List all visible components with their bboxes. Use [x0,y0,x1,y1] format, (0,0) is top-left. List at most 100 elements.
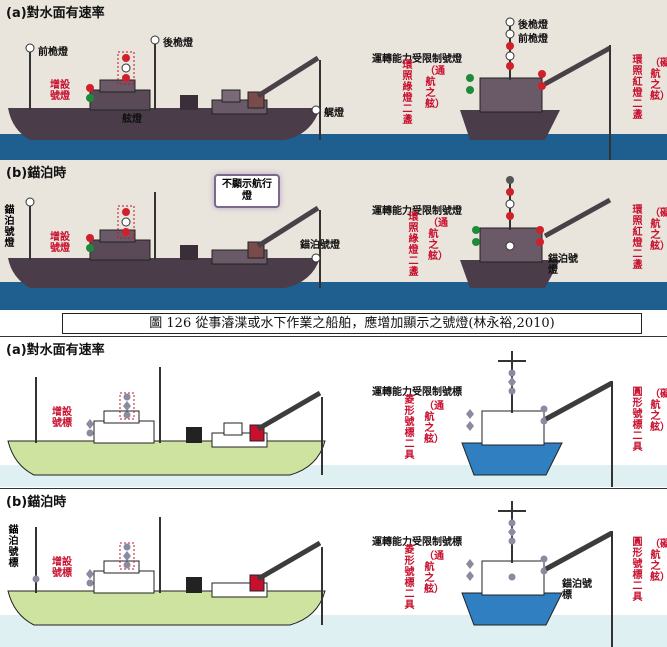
ball-pair-label: 圓形號標二具 [632,537,643,603]
red-light-icon [122,228,130,236]
ball-shape-icon [86,429,94,437]
green-light-icon [86,94,94,102]
green-light-icon [472,226,480,234]
front-masthead-label: 前桅燈 [38,47,68,58]
unlit-light-icon [506,176,514,184]
red-light-icon [86,234,94,242]
extra-light-frame [117,51,135,85]
green-pair-label: 環照綠燈二盞 [402,60,413,126]
ball-shape-icon [123,411,131,419]
top-panel-b-drawing [0,176,667,310]
anchor-ball-icon [32,575,40,583]
bridge [99,79,136,93]
deckhouse [93,420,155,444]
figure-caption: 圖 126 從事濬渫或水下作業之船舶，應增加顯示之號燈(林永裕,2010) [62,313,642,334]
diamond-shape-icon [123,551,131,561]
deckhouse [89,239,151,261]
diamond-pair-label: 菱形號標二具 [404,545,415,611]
red-pair-label: 環照紅燈二盞 [632,55,643,121]
not-shown-box: 不顯示航行燈 [214,174,280,208]
ball-shape-icon [508,387,516,395]
front-view-hull [460,110,560,140]
diamond-shape-icon [466,421,474,431]
red-light-icon [122,208,130,216]
anchor-shape-left-label: 錨泊號標 [8,525,19,569]
diamond-shape-icon [466,571,474,581]
red-light-icon [506,188,514,196]
rear-masthead-label-front: 後桅燈 [518,20,548,31]
crane-boom [544,380,614,422]
crane-boom [543,197,612,239]
red-light-icon [86,84,94,92]
red-light-icon [122,74,130,82]
white-light-icon [505,51,515,61]
bottom-panel-a: (a)對水面有速率 增設號標 運轉能力受限制號標 菱形號標二具 （通航之舷） 圓… [0,336,667,487]
bottom-panel-b: (b)錨泊時 錨泊號標 增設號標 運轉能力受限制號標 菱形號標二具 （通航之舷）… [0,488,667,647]
red-light-icon [536,226,544,234]
bottom-panel-a-drawing [0,351,667,487]
dredger-hull [7,440,326,476]
diamond-pair-paren: （通航之舷） [424,551,444,595]
green-light-icon [466,74,474,82]
extra-shapes-label: 增設號標 [52,407,72,429]
extra-light-frame [117,205,135,239]
ball-shape-icon [123,393,131,401]
rear-masthead-label: 後桅燈 [163,38,193,49]
ball-shape-icon [540,567,548,575]
dredger-hull [7,590,326,626]
extra-shapes-label: 增設號標 [52,557,72,579]
diamond-pair-paren: （通航之舷） [424,401,444,445]
white-light-icon [505,199,515,209]
top-panel-b: (b)錨泊時 不顯示航行燈 錨泊號燈 增設號燈 錨泊號燈 運轉能力受限制號燈 環… [0,160,667,310]
top-panel-a-drawing [0,17,667,160]
front-view-deckhouse [481,410,545,446]
ball-pair-label: 圓形號標二具 [632,387,643,453]
crane-boom [543,45,612,87]
red-light-icon [536,238,544,246]
white-light-icon [121,63,131,73]
funnel [186,577,202,593]
deckhouse [93,570,155,594]
green-pair-label: 環照綠燈二盞 [408,212,419,278]
diamond-shape-icon [86,419,94,429]
green-pair-paren: （通航之舷） [428,218,448,262]
crane-boom [256,390,322,432]
diamond-pair-label: 菱形號標二具 [404,395,415,461]
green-light-icon [466,86,474,94]
ball-shape-icon [540,555,548,563]
anchor-shape-right-label: 錨泊號標 [562,579,592,601]
restricted-lights-label: 運轉能力受限制號燈 [372,54,462,65]
diamond-shape-icon [508,527,516,537]
funnel [180,245,198,260]
crane-boom [256,205,320,249]
ball-shape-icon [540,417,548,425]
restricted-lights-label: 運轉能力受限制號燈 [372,206,462,217]
anchor-light-right-label: 錨泊號燈 [548,254,578,276]
front-masthead-light-icon [25,43,35,53]
panel-title: (a)對水面有速率 [6,6,105,21]
green-light-icon [472,238,480,246]
ball-shape-icon [86,579,94,587]
red-light-icon [506,212,514,220]
ball-shape-icon [508,369,516,377]
green-light-icon [86,244,94,252]
red-light-icon [506,42,514,50]
crane-boom [256,55,320,99]
funnel [186,427,202,443]
panel-title: (a)對水面有速率 [6,343,105,358]
ball-shape-icon [508,537,516,545]
diamond-shape-icon [508,377,516,387]
front-masthead-light-icon [505,29,515,39]
anchor-ball-icon [508,573,516,581]
extra-lights-label: 增設號燈 [50,80,70,102]
stern-light-icon [311,105,321,115]
red-light-icon [122,54,130,62]
diamond-shape-icon [123,401,131,411]
diamond-shape-icon [466,559,474,569]
extra-lights-label: 增設號燈 [50,232,70,254]
red-light-icon [506,62,514,70]
anchor-light-mid-label: 錨泊號燈 [300,240,340,251]
front-view-deckhouse [479,77,543,113]
red-pair-paren: （礙航之舷） [650,58,667,102]
diamond-shape-icon [466,409,474,419]
